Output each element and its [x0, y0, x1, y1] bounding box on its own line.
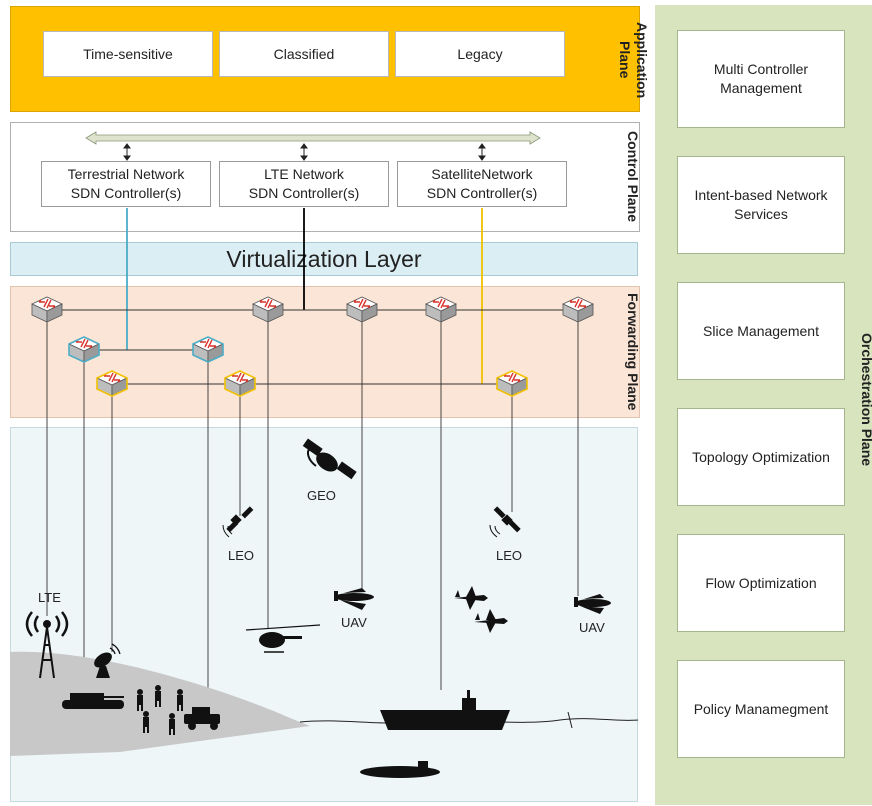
application-plane-label: Application Plane: [617, 21, 650, 99]
control-bus-connectors: [123, 143, 486, 161]
controller-satellite-line2: SDN Controller(s): [426, 185, 538, 201]
orch-topology-optimization-line1: Topology Optimization: [692, 448, 830, 465]
orch-policy-management: Policy Manamegment: [677, 660, 845, 758]
leo-satellite-icon: [222, 506, 254, 538]
orch-slice-management-line1: Slice Management: [703, 322, 819, 339]
forwarding-links: [46, 309, 578, 385]
controller-terrestrial-line1: Terrestrial Network: [67, 166, 185, 182]
orch-flow-optimization-line1: Flow Optimization: [705, 574, 817, 591]
orch-intent-based-line1: Intent-based Network: [694, 187, 828, 203]
controller-terrestrial-line2: SDN Controller(s): [70, 185, 182, 201]
virtualization-layer: Virtualization Layer: [10, 242, 638, 276]
app-classified: Classified: [219, 31, 389, 77]
control-bus: [85, 131, 541, 145]
physical-links: [46, 322, 579, 712]
leo-label-left: LEO: [228, 548, 255, 563]
lte-label: LTE: [38, 590, 61, 605]
orch-intent-based: Intent-based Network Services: [677, 156, 845, 254]
controller-lte-line1: LTE Network: [264, 166, 344, 182]
uav-label-right: UAV: [579, 620, 605, 635]
forwarding-plane-label: Forwarding Plane: [625, 293, 641, 411]
uav-label-center: UAV: [341, 615, 367, 630]
controller-terrestrial: Terrestrial Network SDN Controller(s): [41, 161, 211, 207]
controller-satellite: SatelliteNetwork SDN Controller(s): [397, 161, 567, 207]
switch-icon: [31, 296, 63, 323]
orch-intent-based-line2: Services: [734, 206, 788, 222]
satellite-dish-icon: [94, 643, 121, 678]
fighter-jet-icon: [474, 609, 508, 633]
orch-multi-controller-line2: Management: [720, 80, 802, 96]
tank-icon: [62, 693, 124, 709]
switch-icon-satellite: [224, 370, 256, 397]
orch-multi-controller-line1: Multi Controller: [713, 61, 809, 77]
orch-slice-management: Slice Management: [677, 282, 845, 380]
aircraft-carrier-icon: [380, 690, 510, 730]
orch-topology-optimization: Topology Optimization: [677, 408, 845, 506]
geo-satellite-icon: [302, 438, 357, 480]
orch-multi-controller: Multi Controller Management: [677, 30, 845, 128]
leo-label-right: LEO: [496, 548, 523, 563]
app-time-sensitive: Time-sensitive: [43, 31, 213, 77]
app-legacy: Legacy: [395, 31, 565, 77]
uav-icon: [334, 588, 374, 610]
controller-satellite-line1: SatelliteNetwork: [431, 166, 533, 182]
orch-policy-management-line1: Policy Manamegment: [693, 700, 829, 717]
controller-lte-line2: SDN Controller(s): [248, 185, 360, 201]
forwarding-plane: [10, 286, 640, 418]
submarine-icon: [360, 761, 440, 778]
switch-icon: [425, 296, 457, 323]
switch-icon-terrestrial: [192, 336, 224, 363]
switch-icon: [562, 296, 594, 323]
controller-lte: LTE Network SDN Controller(s): [219, 161, 389, 207]
virtualization-layer-label: Virtualization Layer: [226, 245, 422, 272]
humvee-icon: [184, 707, 220, 730]
switch-icon: [252, 296, 284, 323]
geo-label: GEO: [307, 488, 336, 503]
switch-icon-terrestrial: [68, 336, 100, 363]
helicopter-icon: [245, 624, 321, 653]
fighter-jet-icon: [454, 586, 488, 610]
leo-satellite-icon: [489, 506, 521, 538]
lte-tower-icon: [25, 611, 69, 679]
switch-icon: [346, 296, 378, 323]
orchestration-plane-label: Orchestration Plane: [859, 333, 872, 467]
uav-icon: [574, 594, 611, 614]
control-plane-label: Control Plane: [625, 131, 641, 223]
switch-icon-satellite: [96, 370, 128, 397]
switch-icon-satellite: [496, 370, 528, 397]
soldiers-icon: [137, 685, 183, 735]
orch-flow-optimization: Flow Optimization: [677, 534, 845, 632]
